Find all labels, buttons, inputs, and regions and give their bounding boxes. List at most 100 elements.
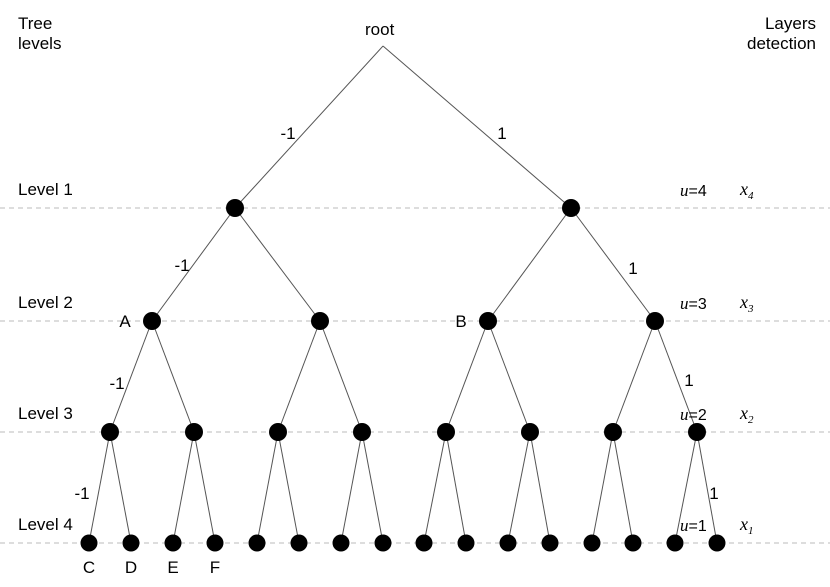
node-level1-2[interactable]	[562, 199, 580, 217]
leaf-letter-d: D	[124, 558, 138, 577]
node-level4-8[interactable]	[374, 534, 392, 552]
u-value: =1	[688, 518, 707, 535]
u-label-3: u=2	[680, 405, 707, 425]
node-level4-9[interactable]	[415, 534, 433, 552]
edge-l2-n1-c2	[151, 320, 195, 433]
node-level4-12[interactable]	[541, 534, 559, 552]
edge-l1-n1-c1	[151, 207, 236, 322]
node-level4-3[interactable]	[164, 534, 182, 552]
edge-weight-label-8: 1	[709, 484, 719, 503]
edge-l3-n4-c2	[361, 431, 384, 544]
node-level4-15[interactable]	[666, 534, 684, 552]
right-heading-line1: Layers	[764, 14, 816, 33]
x-subscript: 2	[748, 414, 754, 426]
edge-l3-n2-c1	[172, 431, 195, 544]
root-label: root	[365, 20, 395, 39]
edge-root-child-2	[382, 45, 572, 209]
x-label-3: x2	[740, 403, 754, 426]
u-label-4: u=1	[680, 516, 707, 536]
edge-l3-n3-c2	[277, 431, 300, 544]
leaf-letter-e: E	[167, 558, 179, 577]
edge-l1-n2-c2	[570, 207, 656, 322]
node-level4-10[interactable]	[457, 534, 475, 552]
node-level4-4[interactable]	[206, 534, 224, 552]
node-level3-7[interactable]	[604, 423, 622, 441]
node-level4-11[interactable]	[499, 534, 517, 552]
node-level4-5[interactable]	[248, 534, 266, 552]
left-heading-line2: levels	[18, 33, 62, 53]
node-letter-b: B	[455, 312, 467, 331]
tree-edges	[88, 45, 718, 544]
x-symbol: x	[740, 403, 748, 423]
node-level3-6[interactable]	[521, 423, 539, 441]
edge-l3-n5-c2	[445, 431, 467, 544]
edge-l3-n7-c2	[612, 431, 634, 544]
x-symbol: x	[740, 292, 748, 312]
edge-weight-label-3: -1	[174, 256, 190, 275]
node-level4-7[interactable]	[332, 534, 350, 552]
node-level2-1[interactable]	[143, 312, 161, 330]
edge-l2-n1-c1	[109, 320, 153, 433]
x-symbol: x	[740, 514, 748, 534]
edge-l3-n8-c1	[674, 431, 698, 544]
u-value: =3	[688, 296, 707, 313]
edge-l3-n8-c2	[696, 431, 718, 544]
node-level3-1[interactable]	[101, 423, 119, 441]
node-level2-4[interactable]	[646, 312, 664, 330]
u-symbol: u	[680, 294, 689, 313]
x-label-1: x4	[740, 179, 754, 202]
edge-l3-n1-c2	[109, 431, 132, 544]
node-level2-2[interactable]	[311, 312, 329, 330]
edge-l3-n5-c1	[423, 431, 447, 544]
node-level4-1[interactable]	[80, 534, 98, 552]
node-level2-3[interactable]	[479, 312, 497, 330]
u-label-1: u=4	[680, 181, 707, 201]
edge-weight-label-4: 1	[628, 259, 638, 278]
x-symbol: x	[740, 179, 748, 199]
node-level4-2[interactable]	[122, 534, 140, 552]
edge-l3-n6-c1	[507, 431, 531, 544]
level-label-4: Level 4	[18, 515, 73, 534]
right-heading-line2: detection	[747, 33, 816, 53]
x-subscript: 3	[748, 303, 754, 315]
x-subscript: 1	[748, 525, 754, 537]
edge-l3-n6-c2	[529, 431, 551, 544]
edge-l1-n2-c1	[487, 207, 572, 322]
edge-l1-n1-c2	[234, 207, 321, 322]
edge-l2-n2-c2	[319, 320, 363, 433]
u-symbol: u	[680, 405, 689, 424]
edge-l3-n7-c1	[591, 431, 614, 544]
node-level3-8[interactable]	[688, 423, 706, 441]
edge-root-child-1	[234, 45, 384, 209]
node-level4-16[interactable]	[708, 534, 726, 552]
node-level4-14[interactable]	[624, 534, 642, 552]
node-level3-3[interactable]	[269, 423, 287, 441]
edge-weight-label-2: 1	[497, 124, 507, 143]
level-label-2: Level 2	[18, 293, 73, 312]
u-value: =4	[688, 183, 707, 200]
node-level1-1[interactable]	[226, 199, 244, 217]
node-level3-5[interactable]	[437, 423, 455, 441]
edge-l2-n2-c1	[277, 320, 321, 433]
edge-l2-n4-c1	[612, 320, 656, 433]
leaf-letter-c: C	[82, 558, 96, 577]
leaf-letter-f: F	[209, 558, 221, 577]
edge-weight-label-5: -1	[109, 374, 125, 393]
right-heading: Layers detection	[747, 14, 816, 53]
tree-nodes	[80, 199, 726, 552]
x-subscript: 4	[748, 190, 754, 202]
node-level4-13[interactable]	[583, 534, 601, 552]
left-heading: Tree levels	[18, 14, 61, 53]
node-level3-4[interactable]	[353, 423, 371, 441]
node-level3-2[interactable]	[185, 423, 203, 441]
level-label-3: Level 3	[18, 404, 73, 423]
u-label-2: u=3	[680, 294, 707, 314]
node-level4-6[interactable]	[290, 534, 308, 552]
x-label-2: x3	[740, 292, 754, 315]
edge-weight-label-7: -1	[74, 484, 90, 503]
u-symbol: u	[680, 516, 689, 535]
level-label-1: Level 1	[18, 180, 73, 199]
edge-weight-label-1: -1	[280, 124, 296, 143]
